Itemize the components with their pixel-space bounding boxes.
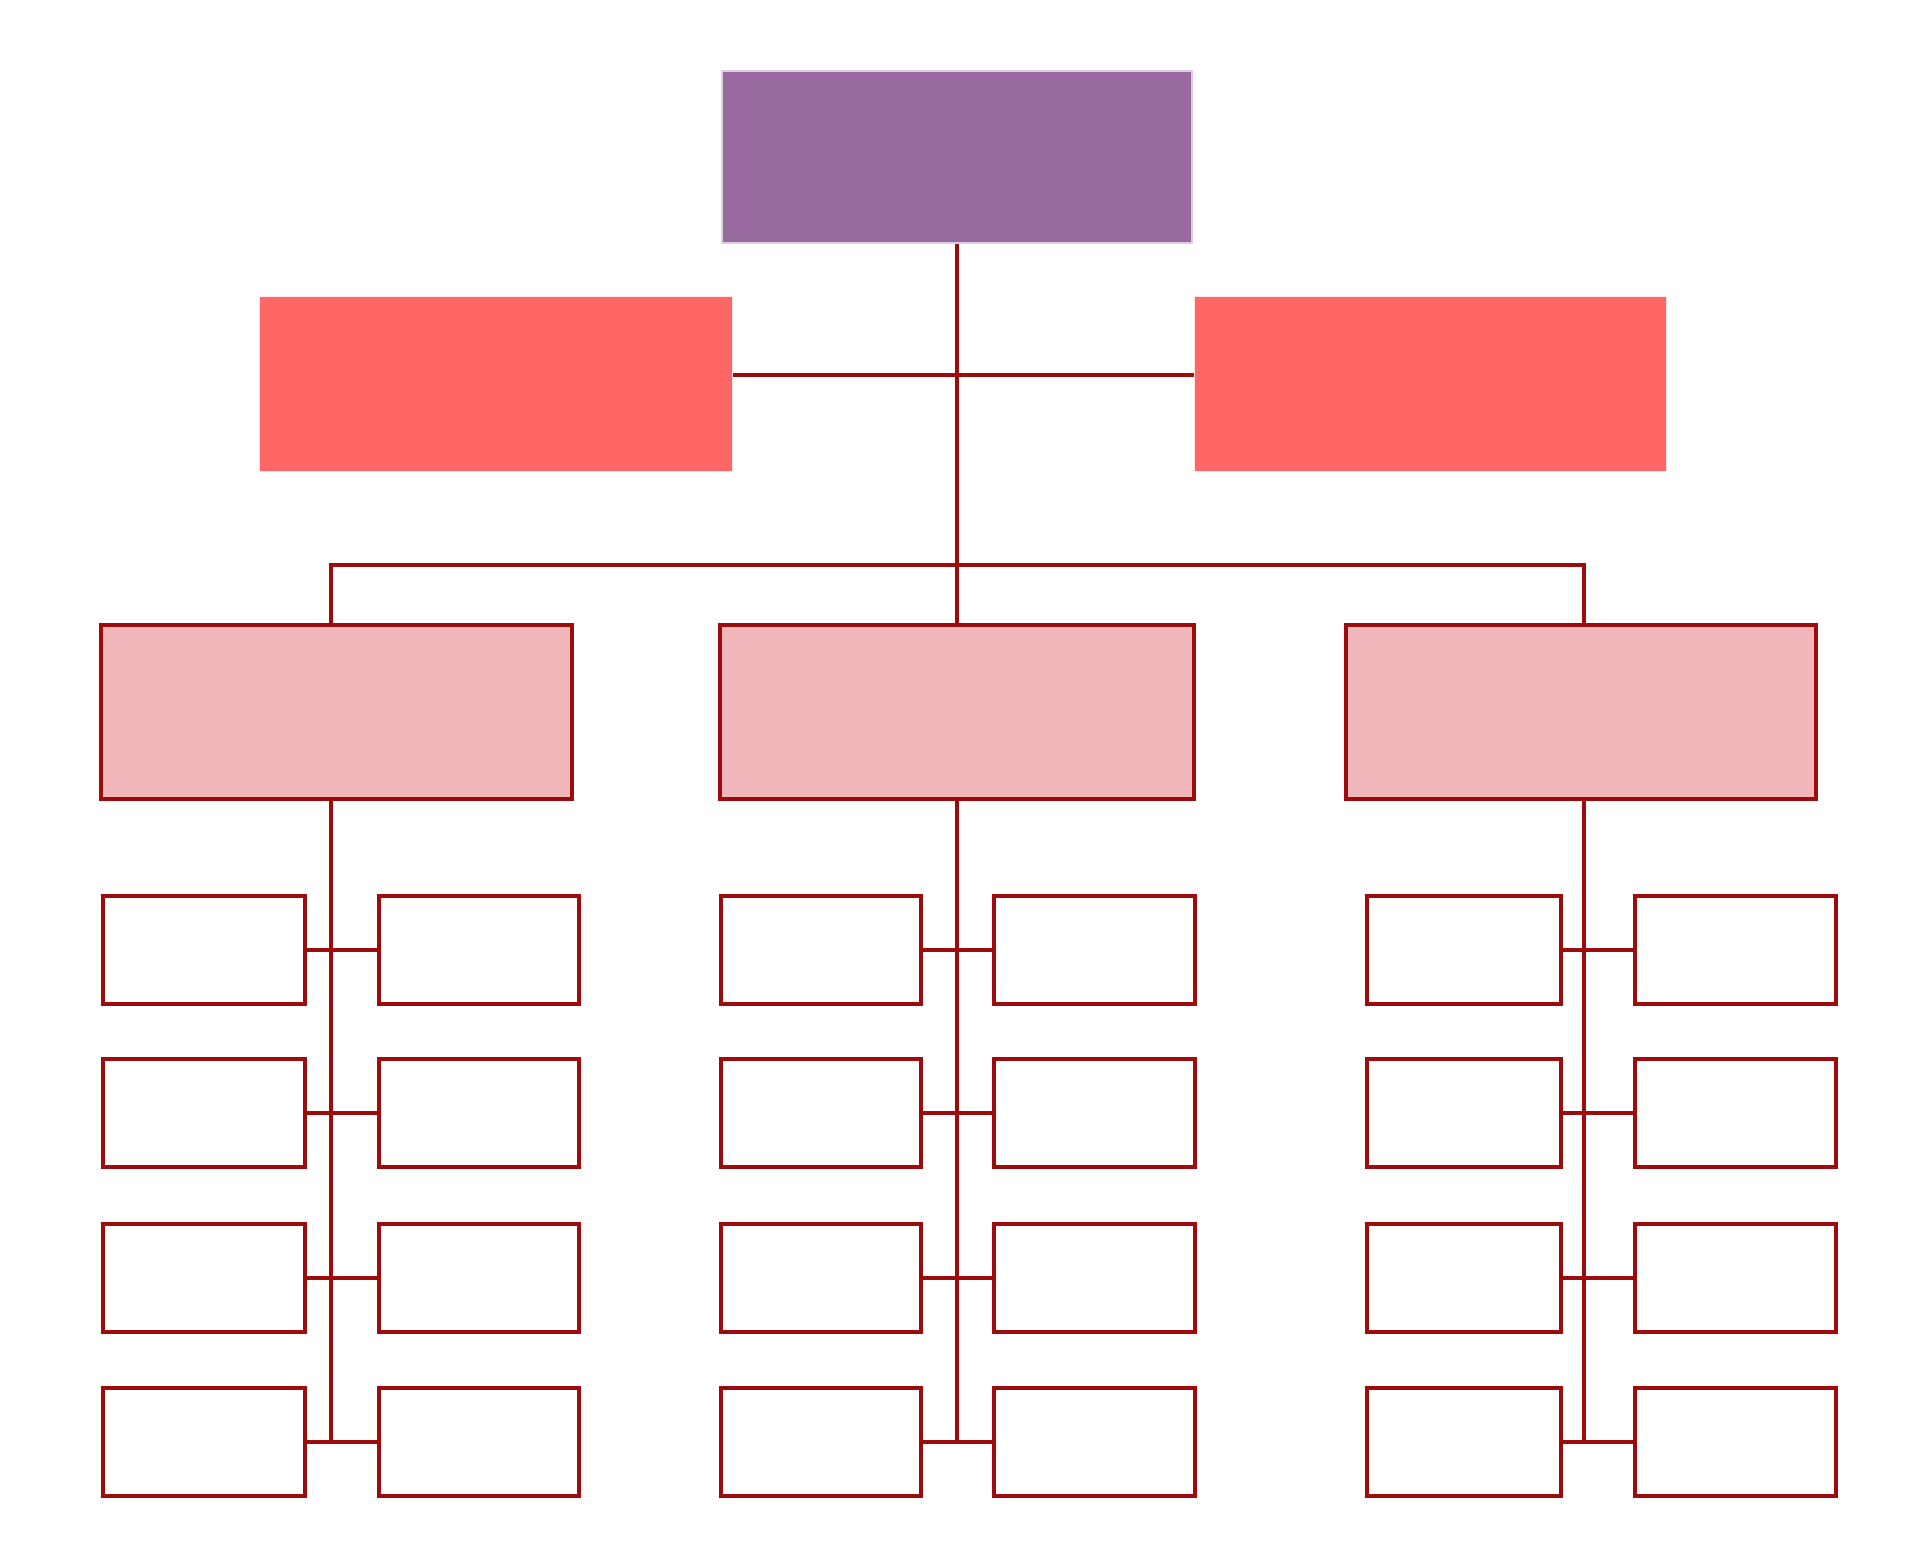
- leaf-node-1-2: [377, 894, 581, 1006]
- secondary-node-left: [259, 296, 733, 472]
- leaf-node-1-3: [101, 1057, 307, 1169]
- leaf-node-1-1: [101, 894, 307, 1006]
- leaf-node-3-5: [1365, 1222, 1563, 1334]
- row-connector: [307, 1111, 377, 1115]
- leaf-node-3-8: [1633, 1386, 1838, 1498]
- secondary-horizontal-connector: [733, 373, 1194, 377]
- leaf-node-2-4: [992, 1057, 1197, 1169]
- leaf-node-2-7: [719, 1386, 923, 1498]
- branch-node-1: [99, 623, 574, 801]
- root-node: [721, 70, 1193, 244]
- branch-node-3: [1344, 623, 1818, 801]
- stem-middle: [955, 801, 959, 1444]
- leaf-node-3-3: [1365, 1057, 1563, 1169]
- row-connector: [307, 1440, 377, 1444]
- leaf-node-2-5: [719, 1222, 923, 1334]
- row-connector: [307, 1276, 377, 1280]
- stem-left: [329, 801, 333, 1444]
- leaf-node-2-6: [992, 1222, 1197, 1334]
- branch-node-2: [718, 623, 1196, 801]
- leaf-node-2-3: [719, 1057, 923, 1169]
- leaf-node-2-1: [719, 894, 923, 1006]
- leaf-node-2-2: [992, 894, 1197, 1006]
- leaf-node-1-4: [377, 1057, 581, 1169]
- row-connector: [1563, 1276, 1633, 1280]
- row-connector: [923, 1276, 992, 1280]
- leaf-node-2-8: [992, 1386, 1197, 1498]
- leaf-node-3-4: [1633, 1057, 1838, 1169]
- row-connector: [1563, 948, 1633, 952]
- row-connector: [923, 948, 992, 952]
- leaf-node-3-2: [1633, 894, 1838, 1006]
- branch-bus-line: [329, 563, 1586, 567]
- leaf-node-3-1: [1365, 894, 1563, 1006]
- secondary-node-right: [1194, 296, 1667, 472]
- leaf-node-1-6: [377, 1222, 581, 1334]
- row-connector: [1563, 1440, 1633, 1444]
- branch-drop-right: [1582, 565, 1586, 623]
- leaf-node-3-6: [1633, 1222, 1838, 1334]
- row-connector: [923, 1111, 992, 1115]
- leaf-node-1-8: [377, 1386, 581, 1498]
- leaf-node-3-7: [1365, 1386, 1563, 1498]
- branch-drop-left: [329, 565, 333, 623]
- row-connector: [307, 948, 377, 952]
- leaf-node-1-5: [101, 1222, 307, 1334]
- row-connector: [1563, 1111, 1633, 1115]
- row-connector: [923, 1440, 992, 1444]
- leaf-node-1-7: [101, 1386, 307, 1498]
- root-vertical-connector: [955, 244, 959, 623]
- stem-right: [1582, 801, 1586, 1444]
